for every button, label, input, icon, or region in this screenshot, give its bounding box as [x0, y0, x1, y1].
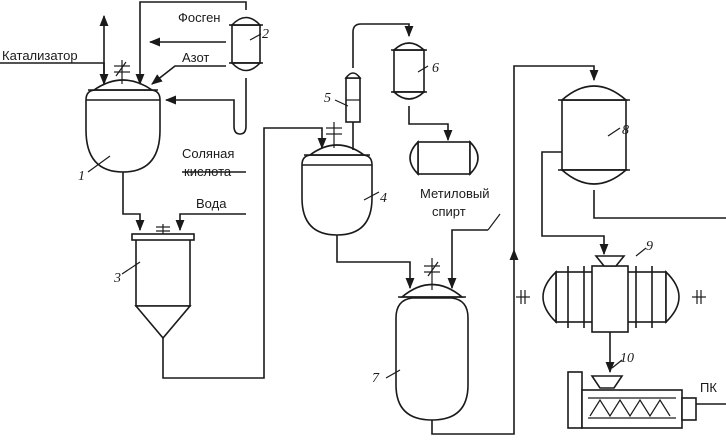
number-1: 1 — [78, 169, 85, 184]
phosgene-label: Фосген — [178, 10, 220, 25]
column-5 — [344, 72, 362, 123]
number-9: 9 — [646, 239, 653, 254]
nitrogen-label: Азот — [182, 50, 209, 65]
hcl-label-line2: кислота — [184, 164, 232, 179]
number-2: 2 — [262, 27, 269, 42]
filter-3 — [131, 224, 195, 340]
methanol-label-line2: спирт — [432, 204, 466, 219]
catalyst-label: Катализатор — [2, 48, 78, 63]
number-6: 6 — [432, 61, 439, 76]
number-3: 3 — [113, 271, 121, 286]
number-4: 4 — [380, 191, 387, 206]
number-8: 8 — [622, 123, 629, 138]
condenser-6 — [391, 42, 427, 100]
number-5: 5 — [324, 91, 331, 106]
reactor-1 — [85, 60, 161, 173]
product-label: ПК — [700, 380, 717, 395]
vessel-8 — [558, 85, 630, 185]
methanol-label-line1: Метиловый — [420, 186, 489, 201]
horizontal-tank — [409, 140, 479, 176]
dryer-9 — [516, 255, 706, 333]
precipitator-7 — [395, 258, 469, 421]
phosgene-vessel-2 — [229, 16, 263, 72]
reactor-4 — [301, 122, 373, 236]
extruder-10 — [567, 371, 697, 429]
number-7: 7 — [372, 371, 380, 386]
number-10: 10 — [620, 351, 634, 366]
hcl-label-line1: Соляная — [182, 146, 234, 161]
water-label: Вода — [196, 196, 227, 211]
